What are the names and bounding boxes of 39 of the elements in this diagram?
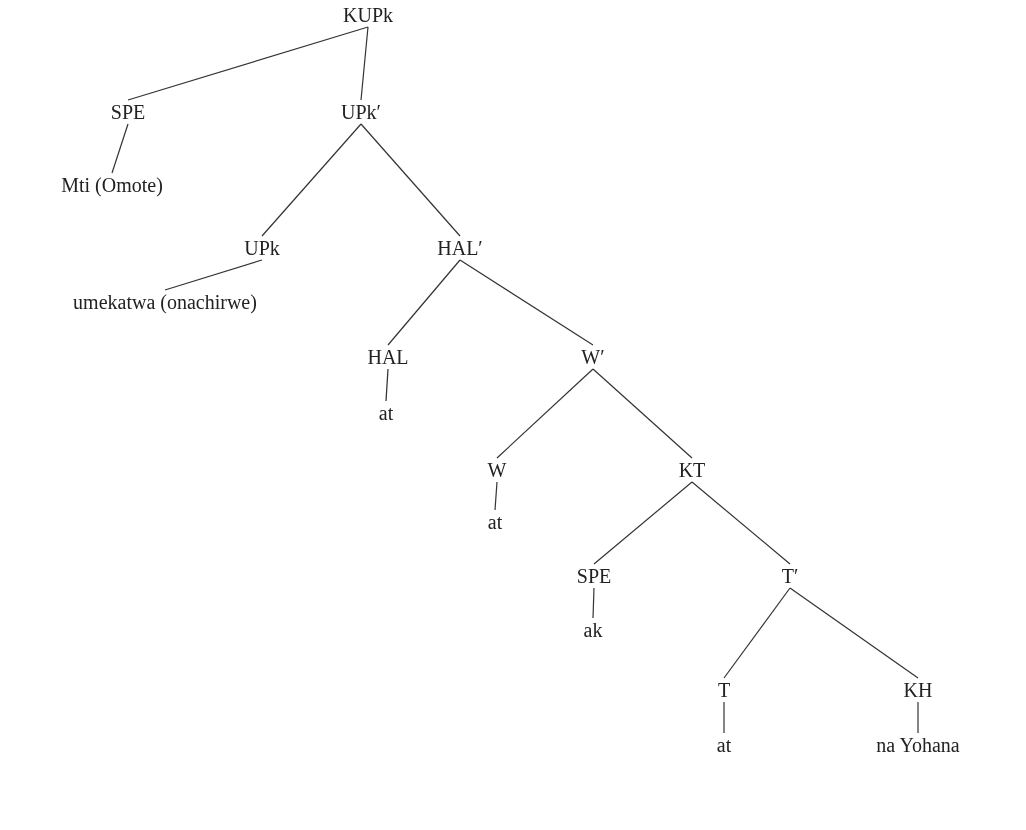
tree-branch-line bbox=[111, 123, 129, 174]
tree-branch-line bbox=[459, 259, 594, 346]
tree-node-label: ak bbox=[581, 618, 605, 642]
vertical-branch-line bbox=[723, 701, 725, 734]
tree-node-label: UPk bbox=[242, 236, 282, 260]
tree-branch-line bbox=[164, 259, 263, 291]
tree-node-label: KH bbox=[901, 678, 935, 702]
tree-node-label: SPE bbox=[108, 100, 148, 124]
tree-branch-line bbox=[127, 26, 369, 101]
tree-node-label: T bbox=[715, 678, 733, 702]
vertical-branch-line bbox=[360, 26, 369, 101]
tree-branch-line bbox=[360, 123, 461, 237]
tree-branch-line bbox=[592, 368, 693, 459]
tree-branch-line bbox=[723, 587, 791, 679]
tree-node-label: Mti (Omote) bbox=[59, 173, 165, 197]
vertical-branch-line bbox=[917, 701, 919, 734]
tree-branch-line bbox=[387, 259, 461, 346]
tree-node-label: UPk′ bbox=[339, 100, 383, 124]
tree-node-label: HAL bbox=[365, 345, 411, 369]
tree-node-label: W bbox=[485, 458, 509, 482]
vertical-branch-line bbox=[494, 481, 498, 511]
tree-branch-line bbox=[789, 587, 919, 679]
vertical-branch-line bbox=[592, 587, 595, 619]
tree-node-label: T′ bbox=[779, 564, 801, 588]
tree-node-label: at bbox=[485, 510, 505, 534]
tree-branch-line bbox=[261, 123, 362, 237]
tree-node-label: W′ bbox=[579, 345, 607, 369]
vertical-branch-line bbox=[385, 368, 389, 402]
tree-node-label: na Yohana bbox=[874, 733, 962, 757]
tree-branch-line bbox=[593, 481, 693, 565]
tree-node-label: SPE bbox=[574, 564, 614, 588]
tree-node-label: KUPk bbox=[341, 3, 395, 27]
tree-node-label: at bbox=[714, 733, 734, 757]
tree-node-label: at bbox=[376, 401, 396, 425]
tree-branch-line bbox=[496, 368, 594, 459]
tree-node-label: HAL′ bbox=[435, 236, 485, 260]
tree-node-label: umekatwa (onachirwe) bbox=[71, 290, 259, 314]
tree-branch-line bbox=[691, 481, 791, 565]
tree-node-label: KT bbox=[676, 458, 708, 482]
